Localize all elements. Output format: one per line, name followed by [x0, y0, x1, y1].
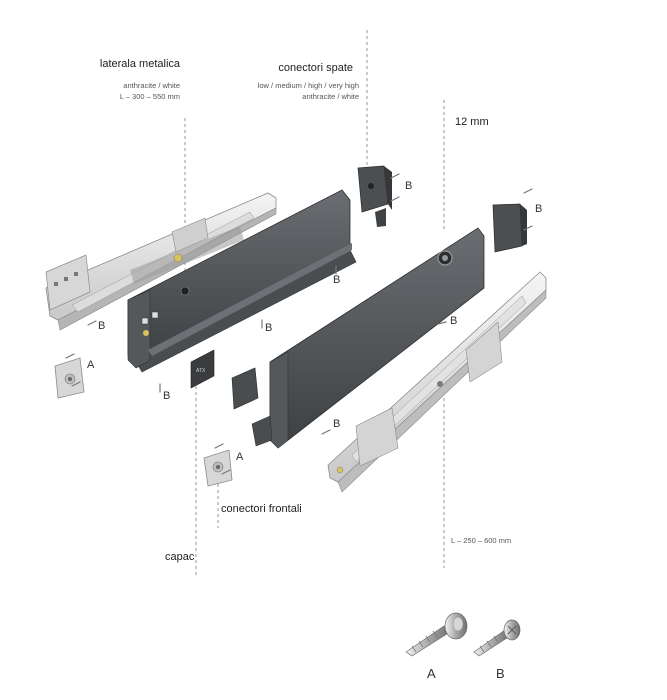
- svg-text:ATX: ATX: [196, 368, 206, 374]
- right-side-panel: [251, 227, 485, 449]
- marker-a-2: A: [236, 451, 244, 463]
- label-conectori-spate: conectori spate: [278, 62, 353, 74]
- label-laterala-colors: anthracite / white: [123, 81, 180, 90]
- front-connector-plate-left: ATX: [190, 349, 215, 389]
- back-connector-right: [492, 203, 527, 253]
- label-rail-length: L – 250 – 600 mm: [451, 536, 512, 545]
- marker-b-2: B: [535, 203, 543, 215]
- label-conectori-frontali: conectori frontali: [221, 503, 302, 515]
- legend-screw-a: [405, 612, 468, 657]
- marker-b-4: B: [333, 274, 341, 286]
- marker-a-1: A: [87, 359, 95, 371]
- label-laterala-length: L – 300 – 550 mm: [119, 92, 180, 101]
- marker-b-5: B: [265, 322, 273, 334]
- marker-b-7: B: [163, 390, 171, 402]
- left-side-panel: [127, 189, 357, 373]
- label-capac: capac: [165, 551, 195, 563]
- marker-b-8: B: [333, 418, 341, 430]
- label-conectori-spate-heights: low / medium / high / very high: [257, 81, 359, 90]
- legend-screw-b: [473, 619, 521, 657]
- right-runner-rail: [327, 271, 547, 493]
- marker-b-1: B: [405, 180, 413, 192]
- front-connector-a-left: [54, 357, 85, 399]
- dashed-leader-lines: [184, 30, 445, 578]
- front-connector-a-bottom: [203, 449, 233, 487]
- small-screws: [65, 173, 533, 475]
- cover-cap: [231, 367, 259, 410]
- label-12mm: 12 mm: [455, 116, 489, 128]
- back-connector-top: [357, 165, 392, 227]
- label-conectori-spate-colors: anthracite / white: [302, 92, 359, 101]
- legend-letter-a: A: [427, 666, 436, 681]
- label-laterala-metalica: laterala metalica: [99, 58, 180, 70]
- legend-letter-b: B: [496, 666, 505, 681]
- marker-b-3: B: [98, 320, 106, 332]
- left-runner-rail: [45, 192, 277, 331]
- marker-b-6: B: [450, 315, 458, 327]
